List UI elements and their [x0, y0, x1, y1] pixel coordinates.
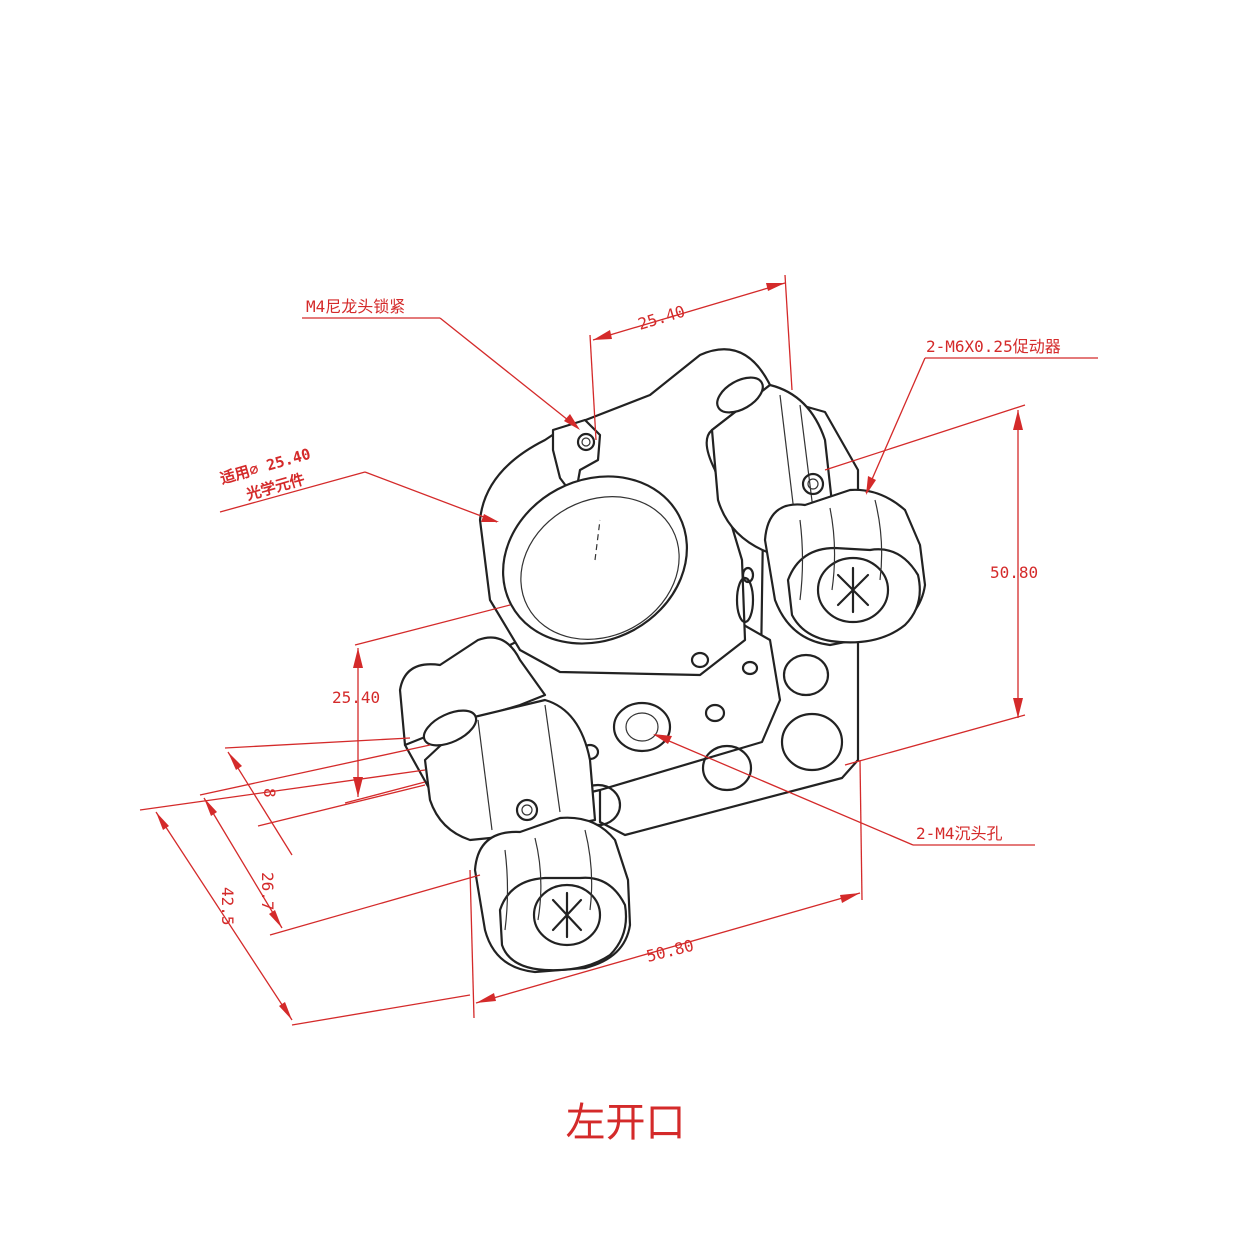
dim-top-width: 25.40	[636, 302, 688, 334]
mount-body	[398, 348, 860, 842]
dim-depth: 26.7	[258, 872, 277, 911]
counterbore-note: 2-M4沉头孔	[916, 824, 1003, 843]
lower-adjuster-knob	[473, 816, 632, 974]
actuator-note: 2-M6X0.25促动器	[926, 337, 1061, 356]
dim-offset: 8	[260, 788, 279, 798]
dim-bottom-width: 50.80	[644, 936, 695, 966]
dim-left-height: 25.40	[332, 688, 380, 707]
dim-right-height: 50.80	[990, 563, 1038, 582]
lock-screw-note: M4尼龙头锁紧	[306, 297, 405, 316]
dimension-lines	[139, 274, 1098, 1026]
caption: 左开口	[565, 1100, 686, 1146]
dim-overall: 42.5	[218, 887, 237, 926]
upper-adjuster-knob	[763, 488, 927, 647]
